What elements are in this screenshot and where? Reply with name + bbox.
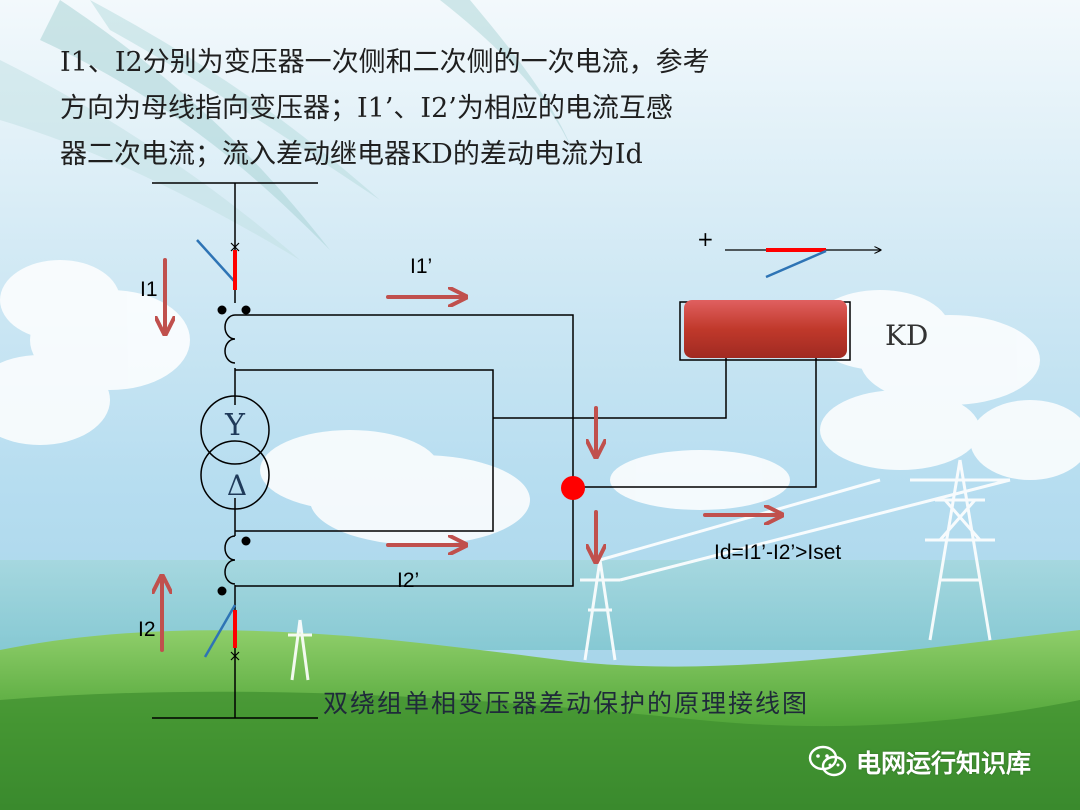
relay-label: KD — [885, 319, 928, 352]
wye-winding-label: Y — [224, 408, 246, 443]
description-line-1: I1、I2分别为变压器一次侧和二次侧的一次电流，参考 — [60, 47, 710, 78]
label-i2-prime: I2’ — [397, 569, 419, 592]
differential-relay-kd — [679, 300, 851, 361]
positive-terminal-label: + — [697, 227, 714, 251]
relay-wire-right — [573, 345, 817, 488]
description-line-3: 器二次电流；流入差动继电器KD的差动电流为Id — [60, 139, 643, 170]
ct1-secondary-inner — [235, 369, 494, 532]
current-transformer-1 — [217, 305, 251, 364]
wechat-icon — [808, 745, 847, 777]
relay-wire-left — [493, 345, 727, 419]
delta-winding-label: Δ — [227, 469, 247, 502]
lower-breaker — [203, 604, 240, 661]
power-transformer — [200, 395, 270, 510]
description-text: I1、I2分别为变压器一次侧和二次侧的一次电流，参考 方向为母线指向变压器；I1… — [60, 40, 820, 178]
watermark: 电网运行知识库 — [808, 742, 1031, 782]
diagram-caption: 双绕组单相变压器差动保护的原理接线图 — [323, 689, 810, 718]
label-i1: I1 — [140, 278, 158, 301]
label-i2: I2 — [138, 618, 156, 641]
junction-node — [561, 476, 585, 500]
differential-equation: Id=I1’-I2’>Iset — [714, 541, 841, 564]
watermark-text: 电网运行知识库 — [856, 749, 1032, 778]
current-transformer-2 — [217, 535, 251, 596]
trip-contact — [725, 250, 880, 279]
description-line-2: 方向为母线指向变压器；I1’、I2’为相应的电流互感 — [60, 93, 673, 124]
upper-breaker — [196, 239, 240, 290]
label-i1-prime: I1’ — [410, 255, 432, 278]
ct1-secondary-outer — [235, 314, 574, 587]
